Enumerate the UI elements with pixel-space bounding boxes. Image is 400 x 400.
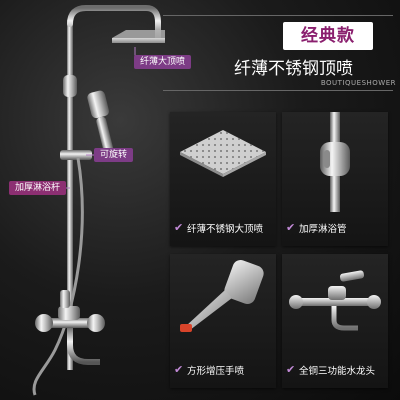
top-arc [67,5,161,43]
feature-label: 方形增压手喷 [187,366,245,377]
checkmark-icon: ✔ [174,363,184,376]
feature-label: 全铜三功能水龙头 [299,366,376,377]
feature-label: 加厚淋浴管 [299,224,347,235]
callout-rotatable: 可旋转 [94,148,134,162]
feature-caption: ✔ 纤薄不锈钢大顶喷 [170,220,280,236]
main-pipe [67,20,73,370]
top-spray-plate [112,38,165,43]
thick-shower-pipe-icon [320,112,350,212]
mixer-faucet [35,290,105,365]
brand-subline: BOUTIQUESHOWER [320,79,396,87]
callout-top-spray: 纤薄大顶喷 [134,55,192,69]
stainless-top-spray-icon [180,130,266,177]
square-pressurized-hand-shower-icon [180,259,264,332]
checkmark-icon: ✔ [286,221,296,234]
slider-bracket [60,150,92,160]
feature-card-pipe: ✔ 加厚淋浴管 [282,112,388,246]
feature-card-top-spray: ✔ 纤薄不锈钢大顶喷 [170,112,276,246]
feature-caption: ✔ 全铜三功能水龙头 [282,362,392,378]
checkmark-icon: ✔ [174,221,184,234]
feature-caption: ✔ 加厚淋浴管 [282,220,392,236]
callout-thick-rod: 加厚淋浴杆 [9,181,67,195]
feature-label: 纤薄不锈钢大顶喷 [187,224,264,235]
feature-caption: ✔ 方形增压手喷 [170,362,280,378]
brass-three-function-faucet-icon [289,270,381,331]
shower-system-illustration [32,5,165,396]
feature-card-hand-shower: ✔ 方形增压手喷 [170,254,276,388]
page-title: 纤薄不锈钢顶喷 [234,59,353,79]
hand-shower [87,90,115,157]
feature-card-faucet: ✔ 全铜三功能水龙头 [282,254,388,388]
top-divider [163,15,393,16]
header-divider [163,90,393,91]
checkmark-icon: ✔ [286,363,296,376]
classic-badge: 经典款 [283,22,373,50]
